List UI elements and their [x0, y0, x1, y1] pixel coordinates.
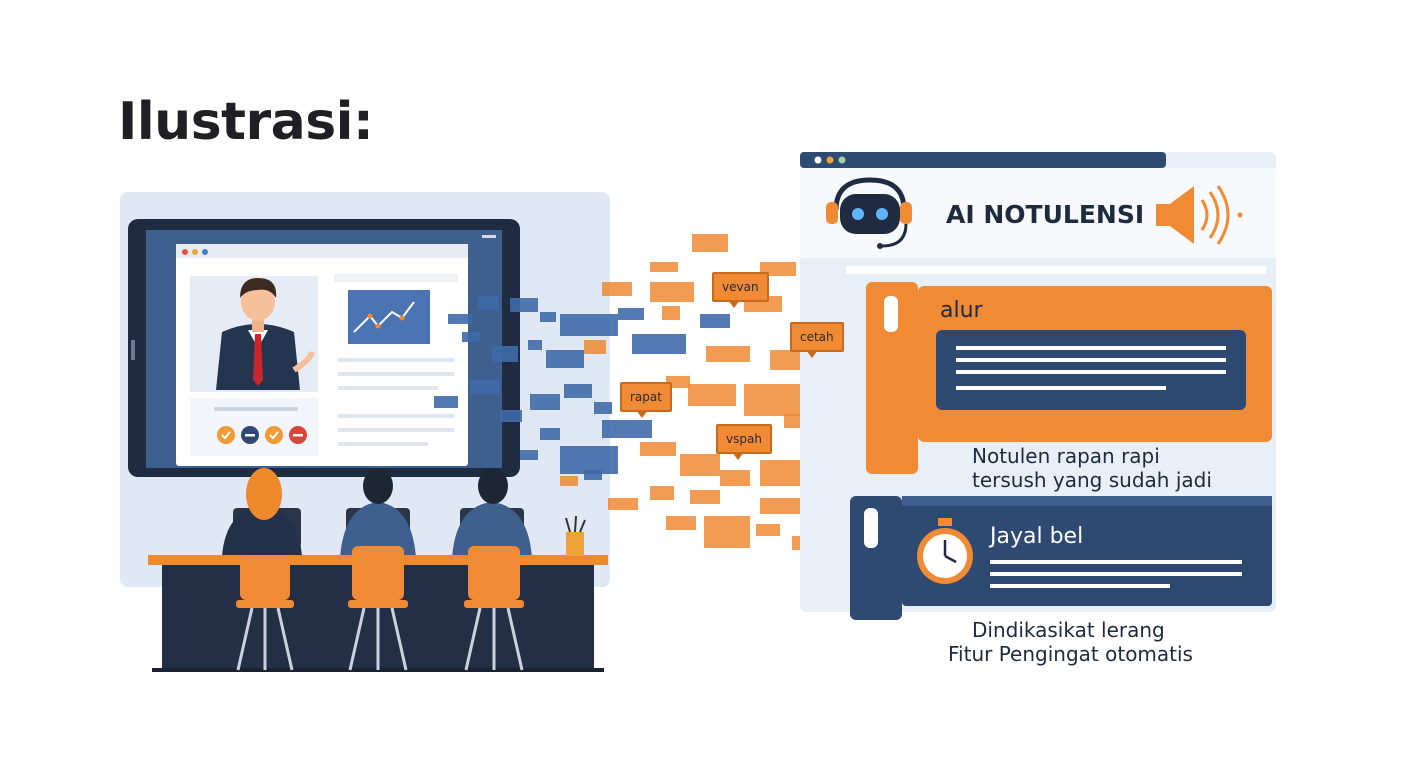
fragment-block: [492, 346, 518, 362]
fragment-block: [692, 234, 728, 252]
fragment-block: [650, 282, 694, 302]
fragment-block: [650, 262, 678, 272]
fragment-block: [608, 498, 638, 510]
fragment-block: [706, 346, 750, 362]
schedule-card-handle: [850, 496, 902, 620]
speaker-icon: [1156, 185, 1243, 245]
fragment-block: [688, 384, 736, 406]
fragment-block: [462, 332, 480, 342]
fragment-block: [662, 306, 680, 320]
fragment-block: [540, 428, 560, 440]
app-title: AI NOTULENSI: [946, 200, 1145, 229]
fragment-block: [546, 350, 584, 368]
fragment-block: [618, 308, 644, 320]
fragment-block: [560, 446, 618, 474]
fragment-block: [540, 312, 556, 322]
fragment-block: [720, 470, 750, 486]
minutes-caption-line1: Notulen rapan rapi: [972, 444, 1160, 468]
stopwatch-icon: [917, 518, 973, 584]
fragment-block: [584, 470, 602, 480]
flow-card-label: alur: [940, 298, 983, 323]
fragment-block: [756, 524, 780, 536]
fragment-block: [510, 298, 538, 312]
reaction-icon: [217, 426, 235, 444]
fragment-block: [434, 396, 458, 408]
fragment-block: [666, 376, 690, 388]
fragment-block: [594, 402, 612, 414]
flow-card-handle: [866, 282, 918, 474]
minutes-caption-line2: tersush yang sudah jadi: [972, 468, 1212, 492]
page-title: Ilustrasi:: [118, 92, 374, 152]
fragment-block: [760, 498, 800, 514]
fragment-block: [770, 350, 804, 370]
fragment-block: [704, 516, 750, 548]
check-icon: [265, 426, 283, 444]
audience-group: [222, 468, 532, 558]
floating-word-tag: cetah: [790, 322, 844, 358]
fragment-block: [680, 454, 720, 476]
reminder-caption-line1: Dindikasikat lerang: [972, 618, 1165, 642]
fragment-block: [584, 340, 606, 354]
fragment-block: [602, 282, 632, 296]
robot-headset-icon: [826, 177, 912, 249]
fragment-block: [530, 394, 560, 410]
fragment-block: [520, 450, 538, 460]
fragment-block: [602, 420, 652, 438]
floating-word-tag: rapat: [620, 382, 672, 418]
fragment-block: [478, 296, 498, 310]
fragment-block: [690, 490, 720, 504]
fragment-block: [650, 486, 674, 500]
fragment-block: [560, 314, 618, 336]
fragment-block: [470, 380, 500, 394]
fragment-block: [744, 384, 804, 416]
fragment-block: [760, 262, 796, 276]
schedule-card-label: Jayal bel: [990, 524, 1084, 549]
schedule-card: [902, 496, 1272, 606]
fragment-block: [448, 314, 472, 324]
pen-cup-icon: [566, 532, 584, 556]
floating-word-tag: vevan: [712, 272, 769, 308]
fragment-block: [784, 414, 804, 428]
chairs: [236, 546, 524, 608]
fragment-block: [500, 410, 522, 422]
fragment-block: [700, 314, 730, 328]
fragment-block: [632, 334, 686, 354]
fragment-block: [528, 340, 542, 350]
fragment-block: [564, 384, 592, 398]
chart-slide: [348, 290, 430, 344]
reminder-caption-line2: Fitur Pengingat otomatis: [948, 642, 1193, 666]
fragment-block: [640, 442, 676, 456]
presenter-figure: [216, 278, 315, 390]
fragment-block: [560, 476, 578, 486]
fragment-block: [666, 516, 696, 530]
floating-word-tag: vspah: [716, 424, 772, 460]
